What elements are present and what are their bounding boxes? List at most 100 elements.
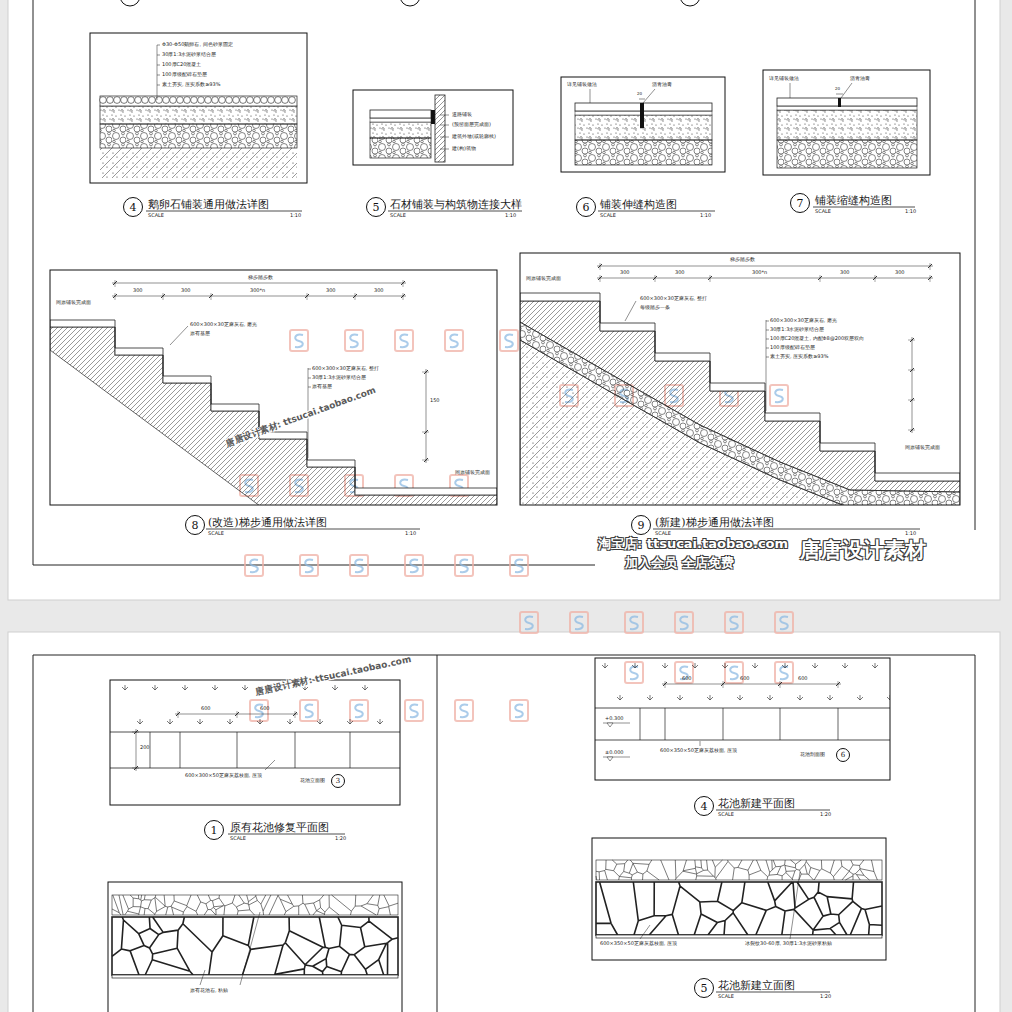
note-text: 600×350×50芝麻灰荔枝面, 压顶 <box>660 748 737 753</box>
scale-text: 1:10 <box>905 531 916 536</box>
scale-text: SCALE <box>390 213 406 218</box>
rect-art <box>395 330 413 351</box>
rect-art <box>350 700 368 721</box>
note-text: 详见铺装做法 <box>567 82 597 87</box>
path-art <box>350 335 358 347</box>
g-art <box>725 612 743 633</box>
watermark-brand: 唐唐设计素材 <box>800 540 926 561</box>
line-art <box>975 655 976 1012</box>
path-art <box>167 719 173 724</box>
scale-text: 1:10 <box>405 531 416 536</box>
note-text: 300 <box>895 270 905 275</box>
line-art <box>163 293 164 300</box>
line-art <box>597 266 933 267</box>
line-art <box>700 741 701 746</box>
path-art <box>730 667 738 679</box>
rect-art <box>595 658 890 780</box>
rect-art <box>245 555 263 576</box>
note-text: 建筑外墙(或轮廓线) <box>452 134 496 139</box>
path-art <box>377 719 383 724</box>
line-art <box>206 529 420 530</box>
callout-number: 1 <box>211 825 218 836</box>
g-art <box>350 700 368 721</box>
line-art <box>426 369 427 463</box>
g-art <box>625 612 643 633</box>
scale-text: 1:10 <box>505 213 516 218</box>
line-art <box>662 684 841 685</box>
path-art <box>827 695 833 700</box>
note-text: 600 <box>740 676 750 681</box>
note-text: 100厚C20混凝土 <box>162 62 201 67</box>
line-art <box>639 99 645 100</box>
rect-art <box>100 148 297 178</box>
path-art <box>50 320 497 495</box>
circle-art <box>219 97 226 104</box>
rect-art <box>640 103 644 128</box>
g-art <box>345 330 363 351</box>
rect-art <box>725 612 743 633</box>
line-art <box>112 283 406 284</box>
line-art <box>930 263 931 270</box>
circle-art <box>191 97 198 104</box>
rect-art <box>570 612 588 633</box>
g-art <box>455 555 473 576</box>
rect-art <box>435 95 445 162</box>
note-text: 100厚级配碎石垫层 <box>770 345 815 350</box>
note-text: 600×300×30芝麻灰石, 整打 <box>312 366 379 371</box>
path-art <box>596 882 882 935</box>
rect-art <box>405 700 423 721</box>
dimension-text: 20 <box>637 92 642 96</box>
line-art <box>912 337 913 433</box>
line-art <box>440 149 449 150</box>
line-art <box>590 89 591 103</box>
path-art <box>152 685 158 690</box>
g-art <box>350 555 368 576</box>
line-art <box>150 732 151 768</box>
line-art <box>597 278 933 279</box>
line-art <box>790 83 791 98</box>
line-art <box>780 681 781 688</box>
note-text: 600 <box>260 706 270 711</box>
line-art <box>766 348 769 349</box>
line-art <box>595 740 890 741</box>
note-text: 100厚C20混凝土, 内配Φ8@200双层双向 <box>770 336 864 341</box>
rect-art <box>370 122 431 138</box>
line-art <box>170 326 188 345</box>
rect-art <box>777 98 917 106</box>
rect-art <box>345 330 363 351</box>
rect-art <box>100 106 297 124</box>
line-art <box>115 280 116 287</box>
path-art <box>305 560 313 572</box>
line-art <box>355 293 356 300</box>
line-art <box>930 275 931 282</box>
path-art <box>692 663 698 668</box>
callout-number: 6 <box>841 752 845 759</box>
scale-text: SCALE <box>718 812 734 817</box>
g-art <box>520 263 960 505</box>
rect-art <box>775 662 793 683</box>
callout-number: 4 <box>130 202 137 213</box>
scale-text: 1:10 <box>290 213 301 218</box>
g-art <box>500 330 518 351</box>
circle-art <box>149 97 156 104</box>
callout-number: 7 <box>797 198 804 209</box>
path-art <box>602 663 608 668</box>
rect-art <box>596 935 882 938</box>
rect-art <box>8 0 1000 600</box>
rect-art <box>431 110 435 124</box>
callout-number: 6 <box>583 202 590 213</box>
rect-art <box>592 838 886 960</box>
path-art <box>197 719 203 724</box>
rect-art <box>775 612 793 633</box>
note-text: 600 <box>798 676 808 681</box>
line-art <box>908 370 915 371</box>
path-art <box>355 705 363 717</box>
note-text: 沥青油膏 <box>652 82 672 87</box>
g-art <box>510 555 528 576</box>
detail-title: (新建)梯步通用做法详图 <box>655 517 774 528</box>
line-art <box>350 732 351 768</box>
g-art <box>770 385 788 406</box>
path-art <box>775 390 783 402</box>
line-art <box>211 293 212 300</box>
note-text: 道路铺装 <box>452 112 472 117</box>
